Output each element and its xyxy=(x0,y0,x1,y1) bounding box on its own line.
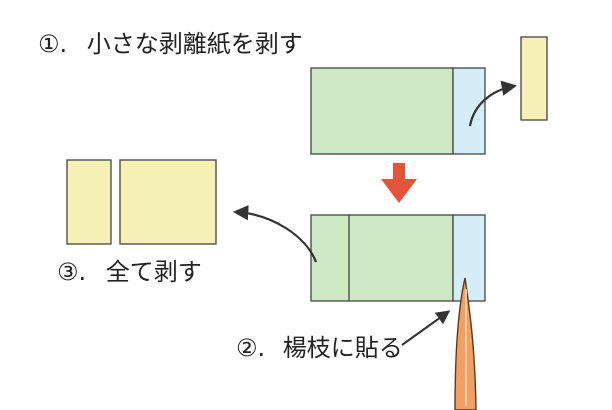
top-sheet-blue-strip xyxy=(452,67,486,155)
step3-label: ③. 全て剥す xyxy=(57,258,202,286)
down-arrow-shaft xyxy=(393,163,405,179)
step2-text: 楊枝に貼る xyxy=(283,334,403,362)
bottom-sheet-green-area xyxy=(310,214,454,302)
bottom-sheet-blue-strip xyxy=(452,214,486,302)
peel-small-arrow xyxy=(468,80,518,127)
small-release-paper xyxy=(520,36,548,121)
step1-text: 小さな剥離紙を剥す xyxy=(87,30,303,58)
bottom-sheet xyxy=(310,214,486,302)
step1-label: ①. 小さな剥離紙を剥す xyxy=(38,30,303,58)
down-arrow xyxy=(381,163,417,203)
down-arrow-head xyxy=(381,179,417,203)
step3-marker: ③. xyxy=(57,258,86,286)
step2-label: ②. 楊枝に貼る xyxy=(236,334,403,362)
step2-marker: ②. xyxy=(236,334,265,362)
peel-all-arrow xyxy=(232,205,318,263)
step3-text: 全て剥す xyxy=(106,258,202,286)
peeled-paper-small xyxy=(66,159,112,245)
top-sheet xyxy=(310,67,486,155)
step2-pointer-arrow xyxy=(401,310,451,346)
step1-marker: ①. xyxy=(38,30,67,58)
peeled-paper-large xyxy=(119,159,217,245)
top-sheet-green-area xyxy=(310,67,454,155)
